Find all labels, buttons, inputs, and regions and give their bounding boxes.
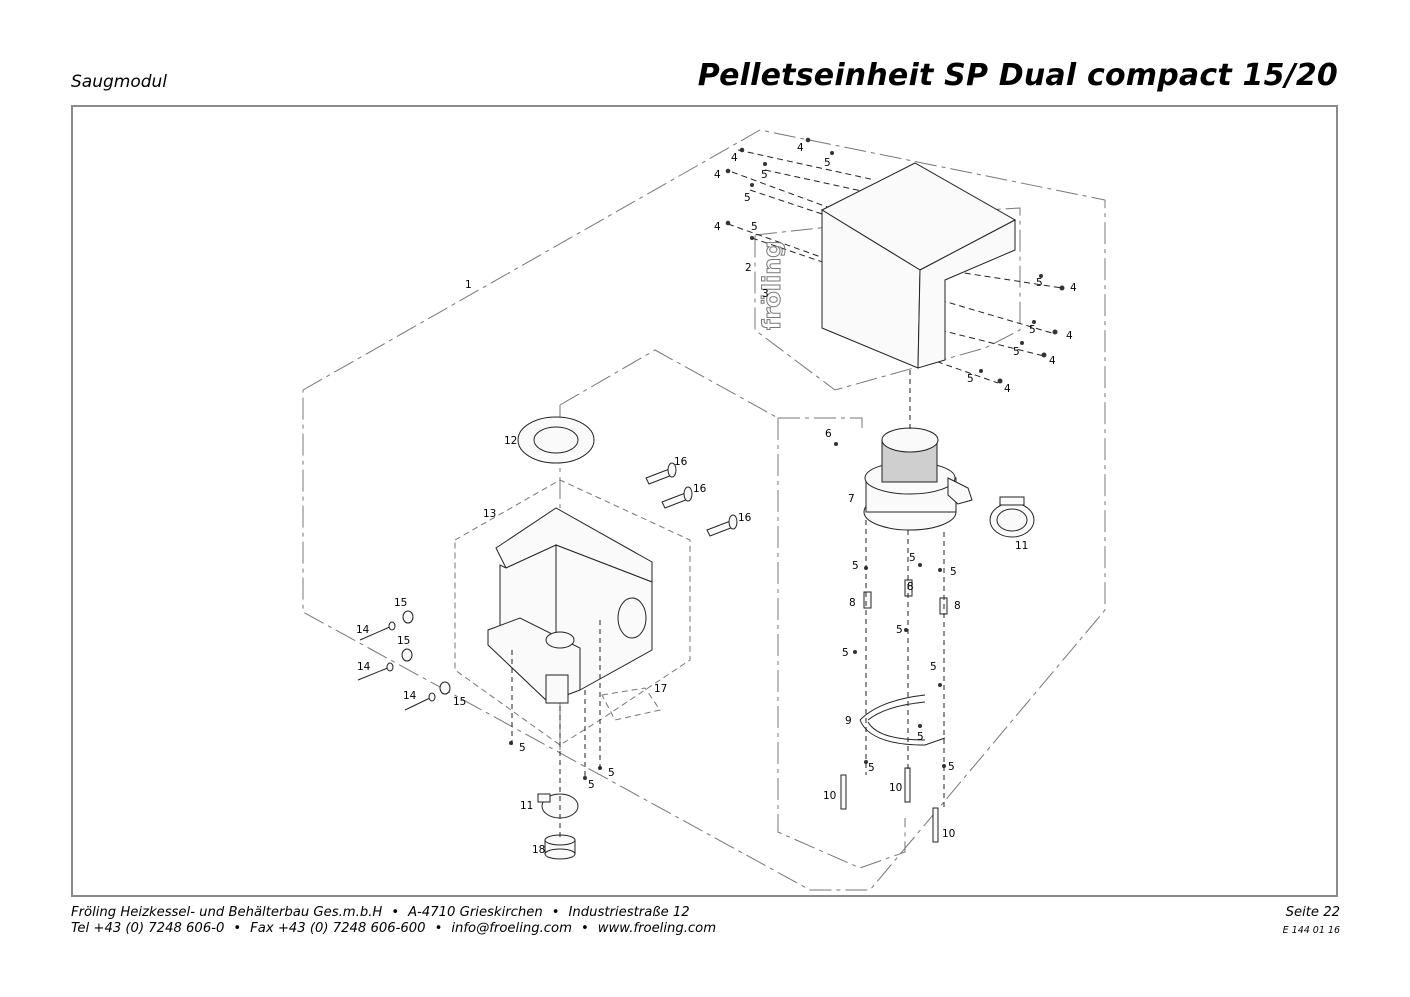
label-10: 10 — [823, 790, 836, 802]
label-1: 1 — [465, 279, 472, 291]
separator: • — [434, 921, 443, 936]
label-4: 4 — [1070, 282, 1077, 294]
label-14: 14 — [403, 690, 417, 702]
label-16: 16 — [738, 512, 752, 524]
company-name: Fröling Heizkessel- und Behälterbau Ges.… — [71, 905, 383, 920]
vertical-leaders — [511, 370, 945, 840]
label-15: 15 — [397, 635, 410, 647]
label-5: 5 — [930, 661, 937, 673]
suction-motor — [863, 427, 973, 531]
label-6: 6 — [825, 428, 832, 440]
label-4: 4 — [714, 169, 721, 181]
footer-address: Fröling Heizkessel- und Behälterbau Ges.… — [71, 905, 690, 920]
label-12: 12 — [504, 435, 517, 447]
label-15: 15 — [453, 696, 466, 708]
label-11: 11 — [1015, 540, 1028, 552]
label-5: 5 — [744, 192, 751, 204]
separator: • — [233, 921, 242, 936]
label-5: 5 — [868, 762, 875, 774]
label-14: 14 — [356, 624, 370, 636]
label-9: 9 — [845, 715, 852, 727]
label-5: 5 — [948, 761, 955, 773]
assembly-outline — [302, 129, 1106, 891]
company-city: A-4710 Grieskirchen — [408, 905, 543, 920]
spacers-8 — [863, 579, 948, 615]
label-5: 5 — [896, 624, 903, 636]
company-street: Industriestraße 12 — [568, 905, 690, 920]
label-4: 4 — [1049, 355, 1056, 367]
label-2: 2 — [745, 262, 752, 274]
label-10: 10 — [942, 828, 955, 840]
label-15: 15 — [394, 597, 407, 609]
drawing-frame: fröling — [71, 105, 1338, 897]
label-7: 7 — [848, 493, 855, 505]
label-5: 5 — [519, 742, 526, 754]
hose-clamp-right — [989, 496, 1035, 538]
screws-washers — [357, 610, 451, 711]
label-5: 5 — [761, 169, 768, 181]
website: www.froeling.com — [597, 921, 717, 936]
label-5: 5 — [1013, 346, 1020, 358]
label-5: 5 — [824, 157, 831, 169]
sleeve — [544, 834, 576, 860]
label-4: 4 — [714, 221, 721, 233]
label-5: 5 — [909, 552, 916, 564]
label-5: 5 — [751, 221, 758, 233]
label-13: 13 — [483, 508, 496, 520]
support-ring — [859, 694, 946, 746]
container-outline — [454, 479, 691, 746]
fax: Fax +43 (0) 7248 606-600 — [250, 921, 426, 936]
label-4: 4 — [1066, 330, 1073, 342]
section-label: Saugmodul — [71, 72, 168, 92]
label-5: 5 — [842, 647, 849, 659]
pipe-outline — [777, 417, 906, 869]
page-number: Seite 22 — [1285, 905, 1340, 920]
document-title: Pelletseinheit SP Dual compact 15/20 — [697, 58, 1338, 93]
container-bracket — [487, 507, 653, 704]
label-16: 16 — [674, 456, 688, 468]
label-plate — [601, 687, 661, 721]
brand-mark: fröling — [758, 241, 786, 330]
label-11: 11 — [520, 800, 533, 812]
exploded-view-drawing: fröling — [302, 129, 1106, 891]
label-5: 5 — [852, 560, 859, 572]
label-16: 16 — [693, 483, 707, 495]
label-3: 3 — [762, 288, 769, 300]
label-4: 4 — [731, 152, 738, 164]
label-10: 10 — [889, 782, 902, 794]
label-5: 5 — [950, 566, 957, 578]
label-5: 5 — [917, 731, 924, 743]
label-8: 8 — [954, 600, 961, 612]
label-17: 17 — [654, 683, 667, 695]
label-8: 8 — [849, 597, 856, 609]
fastener-marks — [509, 137, 1065, 780]
separator: • — [580, 921, 589, 936]
rods-10 — [840, 767, 939, 843]
label-4: 4 — [797, 142, 804, 154]
label-14: 14 — [357, 661, 371, 673]
label-5: 5 — [608, 767, 615, 779]
document-code: E 144 01 16 — [1282, 925, 1340, 936]
bolts-16 — [645, 462, 738, 537]
label-5: 5 — [1029, 324, 1036, 336]
email: info@froeling.com — [451, 921, 572, 936]
seal-ring — [517, 416, 595, 464]
label-5: 5 — [588, 779, 595, 791]
label-8: 8 — [907, 581, 914, 593]
cover-housing: fröling — [758, 162, 1017, 369]
label-5: 5 — [1036, 277, 1043, 289]
label-5: 5 — [967, 373, 974, 385]
label-18: 18 — [532, 844, 545, 856]
phone: Tel +43 (0) 7248 606-0 — [71, 921, 225, 936]
label-4: 4 — [1004, 383, 1011, 395]
separator: • — [391, 905, 400, 920]
hose-clamp-bottom — [537, 793, 579, 819]
footer-contact: Tel +43 (0) 7248 606-0 • Fax +43 (0) 7248 … — [71, 921, 716, 936]
separator: • — [551, 905, 560, 920]
